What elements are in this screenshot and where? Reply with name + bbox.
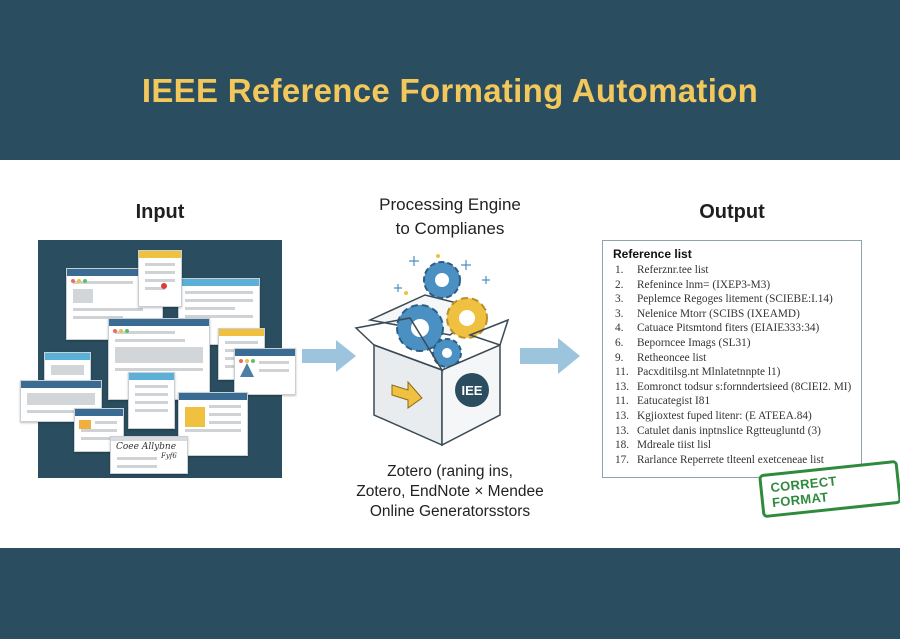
reference-number: 4. (615, 322, 624, 335)
reference-tools-list: Zotero (raning ins, Zotero, EndNote × Me… (310, 462, 590, 522)
reference-item: 3. Peplemce Regoges litement (SCIEBE:I.14… (615, 292, 851, 307)
reference-text: Beporncee Imags (SL31) (637, 336, 751, 349)
ieee-logo (455, 373, 489, 407)
reference-number: 13. (615, 424, 630, 437)
flow-arrow-right (302, 340, 356, 372)
reference-text: Kgjioxtest fuped litenr: (E ATEEA.84) (637, 409, 812, 422)
reference-item: 13. Catulet danis inptnslice Rgtteugluntd… (615, 424, 851, 439)
image-thumbnail (79, 420, 91, 429)
page-title: IEEE Reference Formating Automation (141, 72, 759, 109)
reference-number: 2. (615, 278, 624, 291)
reference-item: 3. Nelenice Mtorr (SCIBS (IXEAMD) (615, 307, 851, 322)
reference-text: Refenince lnm= (IXEP3-M3) (637, 278, 771, 291)
gear-icon (432, 338, 462, 368)
reference-number: 3. (615, 293, 624, 306)
document-page (138, 250, 182, 307)
processing-engine-box: IEE (354, 254, 510, 447)
tools-line-1: Zotero (raning ins, (387, 463, 513, 480)
reference-text: Peplemce Regoges litement (SCIEBE:I.14) (637, 293, 833, 306)
gear-icon (423, 261, 461, 299)
output-heading: Output (699, 201, 765, 223)
reference-item: 13. Eomronct todsur s:fornndertsieed (8CI… (615, 380, 851, 395)
header-band (0, 0, 900, 160)
handwritten-note: Coee Allybne (116, 442, 177, 452)
reference-item: 9. Retheoncee list (615, 351, 851, 366)
input-document-collage: Coee Allybne Fyf6 (20, 240, 296, 478)
reference-text: Mdreale tiist lisl (637, 439, 712, 452)
arrow-icon (391, 380, 423, 409)
reference-item: 13. Kgjioxtest fuped litenr: (E ATEEA.84) (615, 409, 851, 424)
reference-item: 17. Rarlance Reperrete tlteenl exetceneae… (615, 453, 851, 468)
gear-icon (396, 304, 444, 352)
browser-window (20, 380, 102, 422)
red-marker (161, 283, 167, 289)
reference-number: 11. (615, 366, 629, 379)
reference-list: 1. Referznr.tee list 2. Refenince lnm= (IXE… (615, 263, 851, 467)
reference-text: Rarlance Reperrete tlteenl exetceneae li… (637, 453, 824, 466)
reference-number: 13. (615, 409, 630, 422)
chart-thumbnail (185, 407, 205, 427)
reference-item: 11. Eatucategist I81 (615, 394, 851, 409)
flow-arrow-right (520, 338, 580, 374)
reference-text: Eomronct todsur s:fornndertsieed (8CIEI2… (637, 380, 852, 393)
gear-icon (446, 297, 488, 339)
reference-item: 11. Pacxditilsg.nt Mlnlatetnnpte l1) (615, 365, 851, 380)
reference-text: Nelenice Mtorr (SCIBS (IXEAMD) (637, 307, 800, 320)
reference-text: Catuace Pitsmtond fiters (EIAIE333:34) (637, 322, 820, 335)
reference-item: 18. Mdreale tiist lisl (615, 438, 851, 453)
reference-item: 1. Referznr.tee list (615, 263, 851, 278)
reference-number: 6. (615, 336, 624, 349)
processing-heading-line1: Processing Engine (379, 195, 521, 214)
reference-number: 17. (615, 453, 630, 466)
browser-window (178, 392, 248, 456)
document-page (128, 372, 175, 429)
ieee-logo-text: IEE (462, 383, 483, 398)
input-heading: Input (135, 201, 185, 223)
browser-window (108, 318, 210, 400)
tools-line-3: Online Generatorsstors (369, 503, 531, 520)
reference-text: Referznr.tee list (637, 264, 709, 276)
reference-item: 6. Beporncee Imags (SL31) (615, 336, 851, 351)
handwritten-note-window: Coee Allybne Fyf6 (110, 436, 188, 474)
reference-number: 11. (615, 395, 629, 408)
reference-text: Eatucategist I81 (637, 395, 711, 408)
reference-number: 1. (615, 264, 624, 276)
browser-window (234, 348, 296, 395)
sparkle-icons (394, 256, 490, 292)
processing-heading-line2: to Complianes (395, 219, 505, 238)
reference-number: 13. (615, 380, 630, 393)
reference-text: Retheoncee list (637, 351, 707, 364)
reference-number: 18. (615, 439, 630, 452)
processing-heading: Processing Engine to Complianes (330, 193, 570, 241)
footer-band (0, 548, 900, 639)
reference-list-title: Reference list (613, 247, 692, 261)
tools-line-2: Zotero, EndNote × Mendee (356, 483, 544, 500)
reference-text: Pacxditilsg.nt Mlnlatetnnpte l1) (637, 366, 781, 379)
reference-list-output: Reference list 1. Referznr.tee list 2. Refe… (602, 240, 862, 478)
reference-item: 4. Catuace Pitsmtond fiters (EIAIE333:34) (615, 321, 851, 336)
reference-text: Catulet danis inptnslice Rgtteugluntd (3… (637, 424, 821, 437)
reference-number: 9. (615, 351, 624, 364)
reference-number: 3. (615, 307, 624, 320)
handwritten-mark: Fyf6 (161, 452, 177, 460)
reference-item: 2. Refenince lnm= (IXEP3-M3) (615, 278, 851, 293)
